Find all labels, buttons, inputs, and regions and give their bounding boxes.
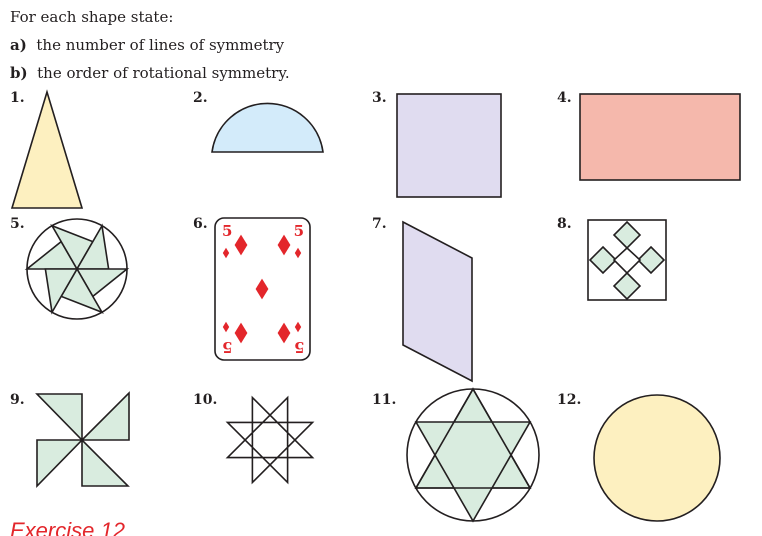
diamond-pip-icon — [294, 321, 302, 333]
diamond-pip-icon — [277, 234, 291, 256]
question-number: 1. — [10, 90, 25, 106]
shape-1-isosceles-triangle — [10, 89, 84, 209]
shape-2-semicircle — [211, 102, 324, 153]
card-pips: 5 5 5 5 — [215, 218, 310, 360]
question-number: 9. — [10, 392, 25, 408]
question-number: 2. — [193, 90, 208, 106]
card-rank-top-right: 5 — [293, 222, 304, 240]
part-a-text: the number of lines of symmetry — [36, 36, 285, 54]
question-number: 8. — [557, 216, 572, 232]
part-b-label: b) — [10, 64, 28, 82]
shape-5-circle-pinwheel — [24, 218, 130, 320]
diamond-pip-icon — [294, 247, 302, 259]
question-number: 6. — [193, 216, 208, 232]
next-exercise-heading: Exercise 12 — [10, 518, 125, 536]
question-number: 5. — [10, 216, 25, 232]
diamond-pip-icon — [234, 322, 248, 344]
question-number: 3. — [372, 90, 387, 106]
part-b: b) the order of rotational symmetry. — [10, 64, 290, 82]
diamond-pip-icon — [277, 322, 291, 344]
question-number: 10. — [193, 392, 218, 408]
part-a: a) the number of lines of symmetry — [10, 36, 284, 54]
part-a-label: a) — [10, 36, 27, 54]
question-number: 12. — [557, 392, 582, 408]
shape-12-circle — [593, 394, 721, 522]
pinwheel-blade — [44, 268, 79, 315]
diamond-pip-icon — [222, 247, 230, 259]
card-rank-top-left: 5 — [222, 222, 233, 240]
question-number: 7. — [372, 216, 387, 232]
question-number: 4. — [557, 90, 572, 106]
shape-10-eight-point-star — [225, 395, 315, 485]
shape-11-hexagram-in-circle — [406, 387, 540, 523]
diamond-pip-icon — [222, 321, 230, 333]
shape-3-square — [396, 93, 502, 198]
question-number: 11. — [372, 392, 397, 408]
shape-7-parallelogram — [402, 220, 473, 383]
diamond-pip-icon — [255, 278, 269, 300]
shape-9-pinwheel — [35, 391, 130, 488]
part-b-text: the order of rotational symmetry. — [37, 64, 290, 82]
instruction: For each shape state: — [10, 8, 174, 26]
shape-4-rectangle — [579, 93, 741, 181]
diamond-pip-icon — [234, 234, 248, 256]
shape-8-square-diamonds — [587, 219, 667, 301]
